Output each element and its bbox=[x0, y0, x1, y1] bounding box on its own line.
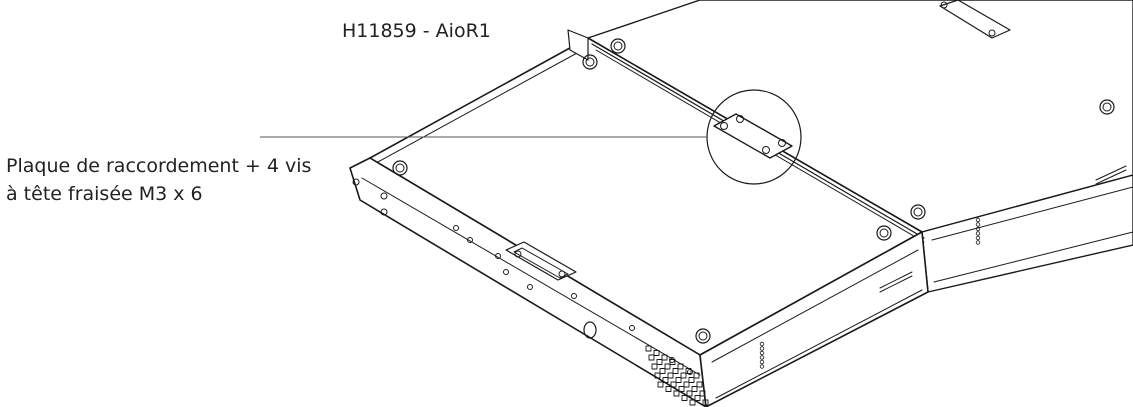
vent-slot bbox=[665, 386, 672, 392]
screw-holes bbox=[392, 38, 1115, 344]
vent-slot bbox=[680, 372, 687, 379]
led-indicator bbox=[975, 240, 981, 245]
front-brand-stripes bbox=[879, 165, 1127, 293]
joining-plate bbox=[713, 113, 793, 159]
vent-slot bbox=[659, 368, 666, 374]
vent-slot bbox=[645, 345, 652, 352]
led-indicator bbox=[975, 222, 981, 227]
side-panel-holes bbox=[352, 178, 693, 375]
vent-slot bbox=[657, 381, 664, 388]
vent-slot bbox=[696, 381, 703, 388]
vent-slot bbox=[648, 354, 655, 361]
vent-slot bbox=[675, 377, 682, 383]
led-indicator bbox=[975, 226, 981, 232]
vent-slot bbox=[662, 377, 669, 383]
vent-slot bbox=[669, 359, 676, 365]
vent-slot bbox=[678, 386, 685, 392]
callout-line-1: Plaque de raccordement + 4 vis bbox=[6, 155, 312, 177]
device-code-label: H11859 - AioR1 bbox=[342, 20, 491, 42]
vent-slot bbox=[653, 350, 660, 356]
led-indicator bbox=[759, 355, 765, 360]
front-leds bbox=[759, 217, 981, 369]
vent-slot bbox=[670, 381, 677, 388]
led-indicator bbox=[975, 235, 981, 241]
led-indicator bbox=[759, 350, 765, 356]
vent-slot bbox=[691, 386, 698, 392]
vent-slot bbox=[683, 381, 690, 388]
vent-slot bbox=[702, 399, 709, 406]
vent-slot bbox=[672, 368, 679, 374]
vent-slot bbox=[651, 363, 658, 370]
vent-slot bbox=[699, 390, 706, 397]
callout-line-2: à tête fraisée M3 x 6 bbox=[6, 183, 203, 205]
joining-plate-callout: Plaque de raccordement + 4 vis à tête fr… bbox=[6, 152, 311, 208]
led-indicator bbox=[759, 346, 765, 351]
vent-slot bbox=[688, 377, 695, 383]
vent-slot bbox=[661, 354, 668, 361]
vent-slot bbox=[685, 368, 692, 374]
vent-slot bbox=[667, 372, 674, 379]
led-indicator bbox=[975, 217, 981, 223]
vent-slot bbox=[693, 372, 700, 379]
side-handle bbox=[505, 241, 577, 281]
vent-slot bbox=[656, 359, 663, 365]
vent-slot bbox=[677, 363, 684, 370]
vent-slot bbox=[654, 372, 661, 379]
vent-grid bbox=[645, 345, 709, 406]
vent-slot bbox=[681, 395, 688, 401]
vent-slot bbox=[686, 390, 693, 397]
led-indicator bbox=[975, 231, 981, 236]
led-indicator bbox=[759, 341, 765, 347]
led-indicator bbox=[759, 359, 765, 365]
vent-slot bbox=[689, 399, 696, 406]
led-indicator bbox=[759, 364, 765, 369]
vent-slot bbox=[673, 390, 680, 397]
vent-slot bbox=[694, 395, 701, 401]
right-unit-bracket bbox=[939, 0, 1011, 39]
vent-slot bbox=[664, 363, 671, 370]
